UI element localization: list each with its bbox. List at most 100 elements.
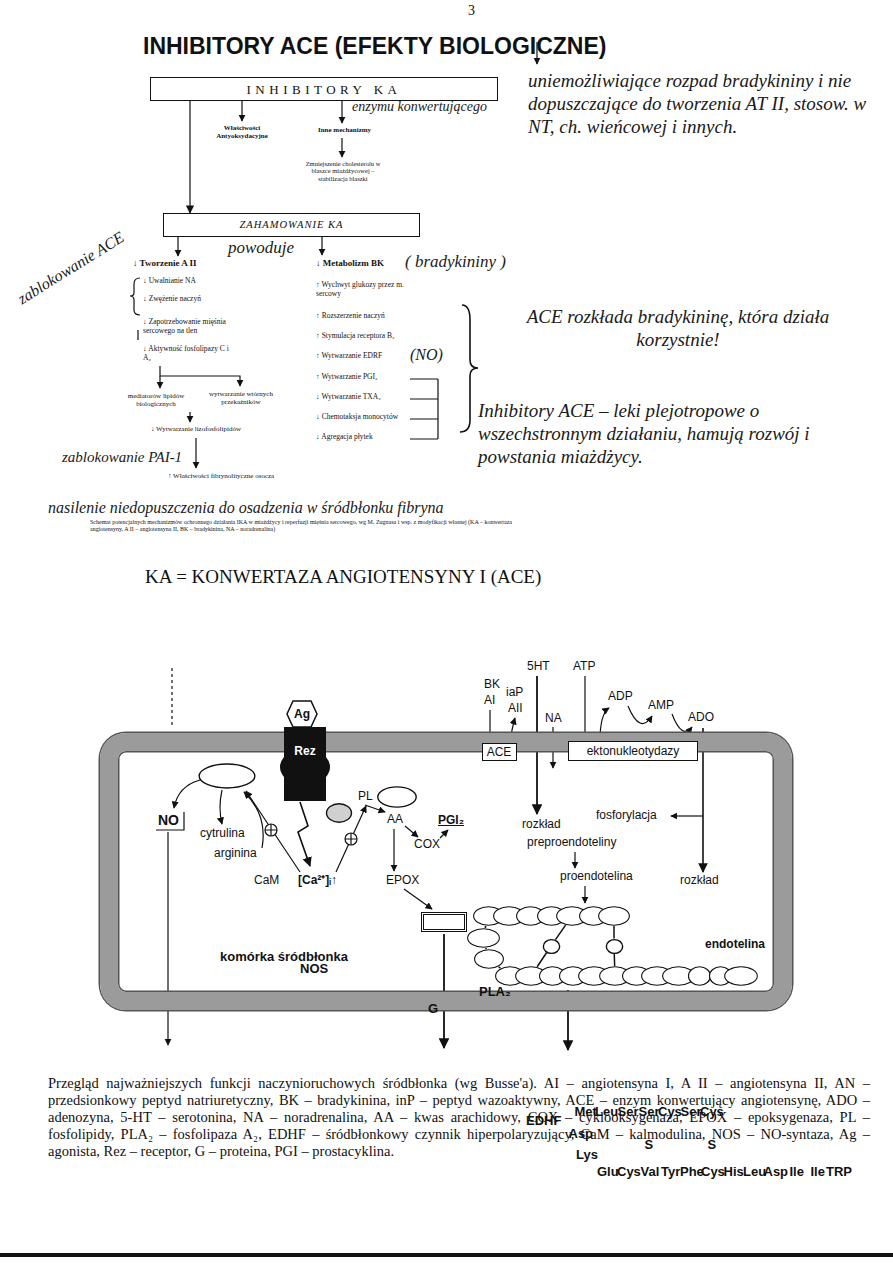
label: ↓ Tworzenie A II (133, 258, 196, 268)
node-text: S (645, 1138, 654, 1151)
node-text: ZAHAMOWANIE KA (240, 220, 344, 231)
label: ↑ Rozszerzenie naczyń (316, 312, 385, 321)
factor-box: EDHF (421, 912, 467, 932)
label: KA = KONWERTAZA ANGIOTENSYNY I (ACE) (145, 566, 541, 588)
shape-outline (327, 804, 352, 822)
node-text: Ile (790, 1165, 804, 1178)
node-text: His (724, 1165, 744, 1178)
node-text: Ser (618, 1105, 639, 1118)
label: AMP (648, 699, 674, 713)
connector (613, 926, 615, 939)
label: ATP (573, 660, 595, 674)
node-text: Phe (680, 1165, 704, 1178)
node-text: Lys (576, 1148, 598, 1161)
node-text: ACE (487, 746, 512, 758)
label: EPOX (386, 874, 419, 888)
label: preproendoteliny (527, 836, 616, 850)
enzyme-ellipse: NOS (198, 763, 256, 789)
node-text: Ser (681, 1105, 702, 1118)
label: Inhibitory ACE – leki plejotropowe o wsz… (478, 400, 878, 468)
connector (189, 101, 190, 213)
label: mediatorów lipidów biologicznych (126, 392, 186, 408)
label: proendotelina (560, 870, 633, 884)
label: BK (484, 678, 500, 692)
node-text: INHIBITORY KA (247, 83, 402, 96)
label: endotelina (705, 938, 765, 952)
shape-outline (599, 907, 630, 925)
shape-outline (280, 727, 330, 801)
label: ( bradykininy ) (405, 252, 506, 272)
label: ADO (688, 711, 714, 725)
label: ↓ Chemotaksja monocytów (316, 413, 398, 422)
label: (NO) (410, 345, 443, 364)
label: ↓ Zapotrzebowanie mięśnia sercowego na t… (143, 318, 238, 335)
label: fosforylacja (596, 809, 657, 823)
inhibitor-box: INHIBITORY KA (150, 77, 498, 101)
label: Schemat potencjalnych mechanizmów ochron… (90, 519, 530, 533)
amino-acid-circle: Asp (467, 928, 500, 948)
label: PL (358, 790, 373, 804)
label: NA (545, 712, 562, 726)
connector (537, 952, 547, 966)
node-text: Glu (597, 1165, 619, 1178)
shape-outline (467, 928, 500, 948)
connector (499, 967, 501, 969)
label: [Ca²⁺]ᵢ↑ (298, 874, 337, 888)
node-text: ektonukleotydazy (587, 745, 680, 757)
label: 3 (468, 3, 475, 19)
caption: Przegląd najważniejszych funkcji naczyni… (48, 1075, 870, 1161)
amino-acid-circle: Ile (688, 966, 711, 986)
label: zablokowanie PAI-1 (62, 448, 182, 466)
node-text: G (428, 1002, 438, 1015)
label: PGI₂ (438, 814, 464, 828)
node-text: EDHF (526, 1114, 561, 1127)
connector (485, 926, 487, 928)
amino-acid-circle: Cys (598, 906, 630, 926)
label: wytwarzanie wtórnych przekaźników (205, 390, 277, 406)
connector (613, 953, 615, 966)
shape-outline (606, 939, 623, 954)
label: ↑ Stymulacja receptora B₂ (316, 332, 395, 341)
label: Inne mechanizmy (318, 126, 371, 134)
label: cytrulina (200, 827, 245, 841)
label: ↓ Uwalnianie NA (143, 277, 196, 286)
node-text: Cys (701, 1165, 725, 1178)
label: ACE rozkłada bradykininę, która działa k… (488, 306, 868, 352)
label: NO (158, 812, 179, 828)
shape-outline (688, 966, 711, 986)
label: ADP (608, 690, 633, 704)
node-text: NOS (300, 962, 328, 975)
endothelial-cell: komórka śródbłonkaGNOSPLA₂EDHFMetLeuSerS… (100, 733, 792, 1010)
node-text: Met (575, 1105, 597, 1118)
shape-outline (326, 803, 352, 823)
connector (485, 948, 487, 949)
label: ↑ Wytwarzanie PGI₂ (316, 373, 378, 382)
node-text: Ile (811, 1165, 825, 1178)
label: Zmniejszenie cholesterolu w blaszce miaż… (298, 160, 388, 182)
amino-acid-circle: Lys (474, 949, 504, 969)
shape-outline (724, 966, 758, 986)
enzyme-box: ACE (482, 743, 517, 761)
node-text: S (708, 1138, 717, 1151)
shape-outline (287, 701, 317, 727)
label: ↓ Metabolizm BK (316, 258, 384, 268)
shape-outline (377, 786, 417, 808)
node-text: Cys (700, 1105, 724, 1118)
agonist-shape: Ag (286, 700, 318, 728)
shape-outline (606, 939, 622, 953)
enzyme-ellipse: PLA₂ (377, 786, 417, 808)
label: AA (387, 813, 403, 827)
shape-outline (598, 906, 630, 926)
label: zablokowanie ACE (14, 227, 128, 308)
shape-outline (199, 764, 255, 788)
node-text: PLA₂ (479, 985, 511, 998)
label: ↑ Wychwyt glukozy przez m. sercowy (316, 281, 406, 298)
label: powoduje (228, 238, 294, 258)
label: Właściwości Antyoksydacyjne (208, 124, 276, 140)
node-text: Tyr (661, 1165, 680, 1178)
g-protein: G (326, 803, 352, 823)
amino-acid-circle: TRP (724, 966, 758, 986)
shape-outline (725, 967, 758, 985)
node-text: Asp (764, 1165, 789, 1178)
